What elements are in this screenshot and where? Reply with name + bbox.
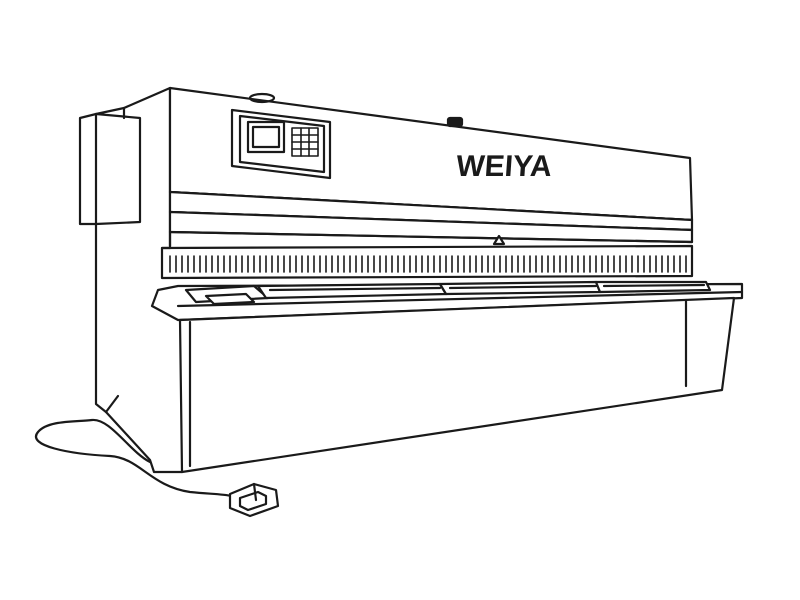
electrical-cabinet (78, 112, 142, 226)
warning-triangle-icon (492, 234, 506, 246)
top-sensor-icon (446, 116, 464, 128)
control-panel-icon (230, 108, 332, 180)
pedal-cable (34, 418, 234, 498)
brand-logo: WEIYA (455, 150, 553, 183)
blade-strip (160, 230, 694, 280)
foot-pedal-icon (228, 482, 280, 518)
front-skirt (178, 296, 736, 474)
worktable (150, 280, 744, 322)
